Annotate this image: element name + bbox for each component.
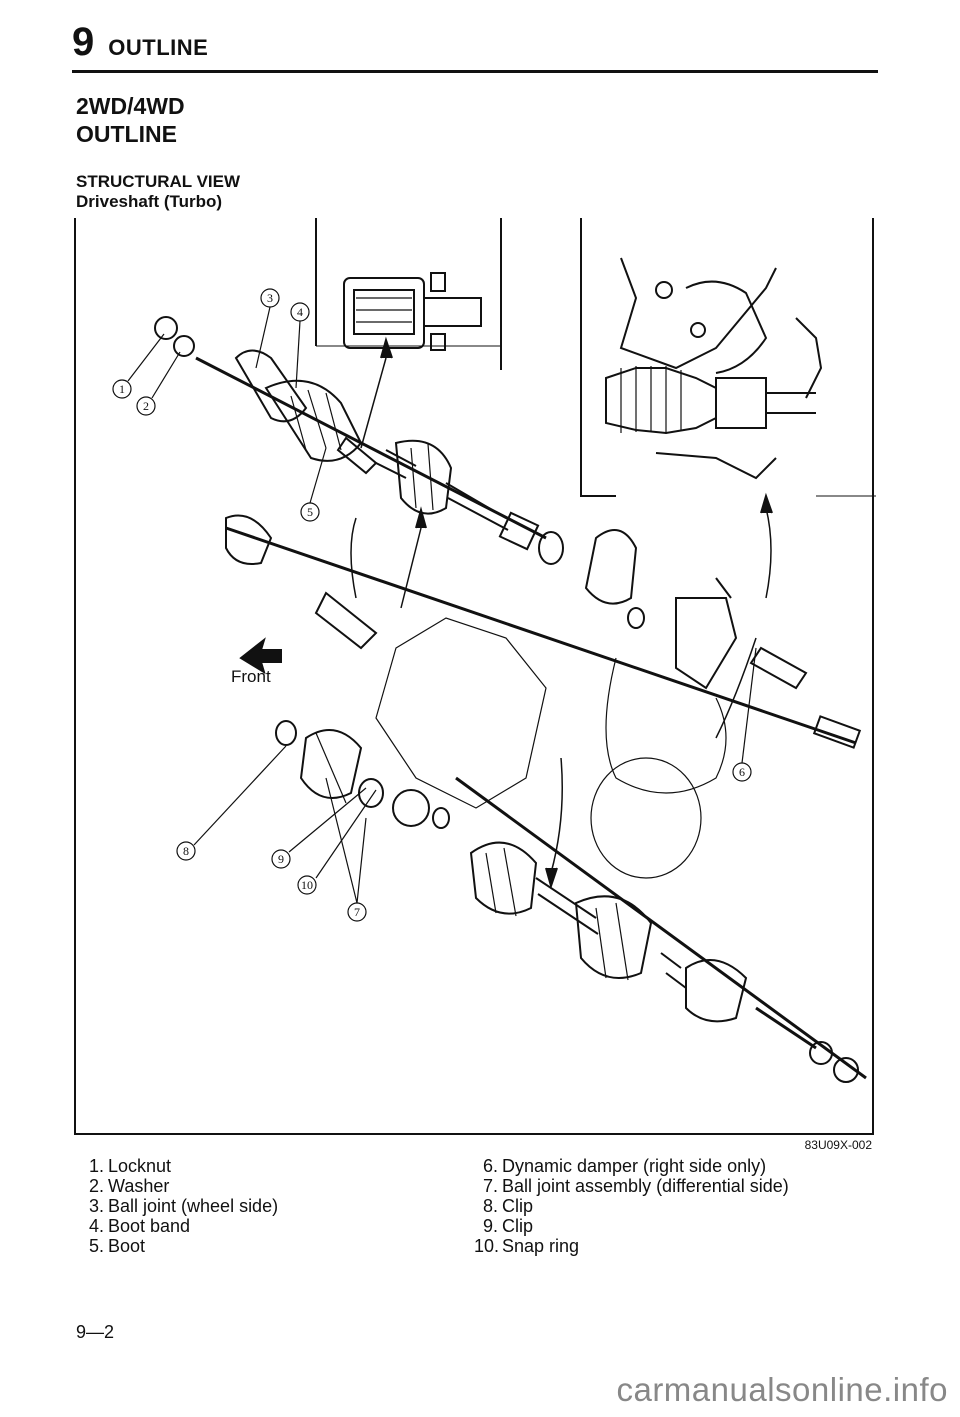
- legend-text: Snap ring: [502, 1236, 580, 1256]
- legend-number: 2.: [88, 1176, 104, 1196]
- legend-number: 4.: [88, 1216, 104, 1236]
- legend-number: 1.: [88, 1156, 104, 1176]
- legend-right: 6.Dynamic damper (right side only) 7.Bal…: [474, 1156, 789, 1256]
- callout-6: 6: [739, 765, 745, 779]
- legend-number: 9.: [482, 1216, 498, 1236]
- legend-number: 6.: [482, 1156, 498, 1176]
- intermediate-driveshaft: [225, 514, 862, 749]
- legend-item: 5.Boot: [80, 1236, 278, 1256]
- upper-driveshaft: [154, 316, 645, 629]
- legend-item: 10.Snap ring: [474, 1236, 789, 1256]
- page-number: 9—2: [76, 1322, 115, 1342]
- front-label: Front: [231, 667, 271, 686]
- legend-item: 1.Locknut: [80, 1156, 278, 1176]
- watermark: carmanualsonline.info: [616, 1371, 948, 1408]
- legend-text: Clip: [502, 1216, 534, 1236]
- legend-text: Boot band: [108, 1216, 191, 1236]
- header-rule: [72, 70, 878, 73]
- legend-item: 9.Clip: [474, 1216, 789, 1236]
- front-arrow-icon: [239, 637, 282, 675]
- differential-housing: [375, 617, 727, 879]
- driveshaft-illustration: 1 2 3 4 5 6 7 8 9 10 Front: [74, 218, 876, 1135]
- legend-number: 3.: [88, 1196, 104, 1216]
- callout-5: 5: [307, 505, 313, 519]
- callout-1: 1: [119, 382, 125, 396]
- callout-2: 2: [143, 399, 149, 413]
- legend-item: 7.Ball joint assembly (differential side…: [474, 1176, 789, 1196]
- section-title: 2WD/4WD OUTLINE: [76, 92, 185, 148]
- legend-item: 3.Ball joint (wheel side): [80, 1196, 278, 1216]
- legend-text: Locknut: [108, 1156, 172, 1176]
- callout-3: 3: [267, 291, 273, 305]
- chapter-header: 9 OUTLINE: [72, 22, 208, 62]
- lower-driveshaft: [275, 720, 867, 1083]
- subsection-title: STRUCTURAL VIEW: [76, 172, 241, 191]
- legend-number: 5.: [88, 1236, 104, 1256]
- legend-left: 1.Locknut 2.Washer 3.Ball joint (wheel s…: [80, 1156, 278, 1256]
- legend-text: Dynamic damper (right side only): [502, 1156, 767, 1176]
- legend-text: Ball joint assembly (differential side): [502, 1176, 789, 1196]
- legend-text: Ball joint (wheel side): [108, 1196, 279, 1216]
- inset-wheel-knuckle: [605, 257, 823, 480]
- callout-8: 8: [183, 844, 189, 858]
- legend-item: 4.Boot band: [80, 1216, 278, 1236]
- legend-text: Clip: [502, 1196, 534, 1216]
- chapter-number: 9: [72, 20, 95, 64]
- legend-item: 6.Dynamic damper (right side only): [474, 1156, 789, 1176]
- subsection-heading: STRUCTURAL VIEW Driveshaft (Turbo): [76, 172, 240, 212]
- legend-item: 8.Clip: [474, 1196, 789, 1216]
- legend-number: 8.: [482, 1196, 498, 1216]
- legend-item: 2.Washer: [80, 1176, 278, 1196]
- legend-number: 7.: [482, 1176, 498, 1196]
- callout-10: 10: [301, 878, 313, 892]
- section-title-line2: OUTLINE: [76, 121, 177, 147]
- figure-code: 83U09X-002: [804, 1138, 872, 1152]
- legend-number: 10.: [474, 1236, 500, 1256]
- legend-text: Boot: [108, 1236, 146, 1256]
- callout-4: 4: [297, 305, 303, 319]
- exploded-view-drawing: 1 2 3 4 5 6 7 8 9 10 Front: [112, 218, 876, 1083]
- callout-7: 7: [354, 905, 360, 919]
- section-title-line1: 2WD/4WD: [76, 93, 185, 119]
- inset-ball-joint-cutaway: [343, 272, 482, 351]
- callout-9: 9: [278, 852, 284, 866]
- subsection-subtitle: Driveshaft (Turbo): [76, 192, 223, 211]
- chapter-title: OUTLINE: [108, 35, 209, 60]
- legend-text: Washer: [108, 1176, 170, 1196]
